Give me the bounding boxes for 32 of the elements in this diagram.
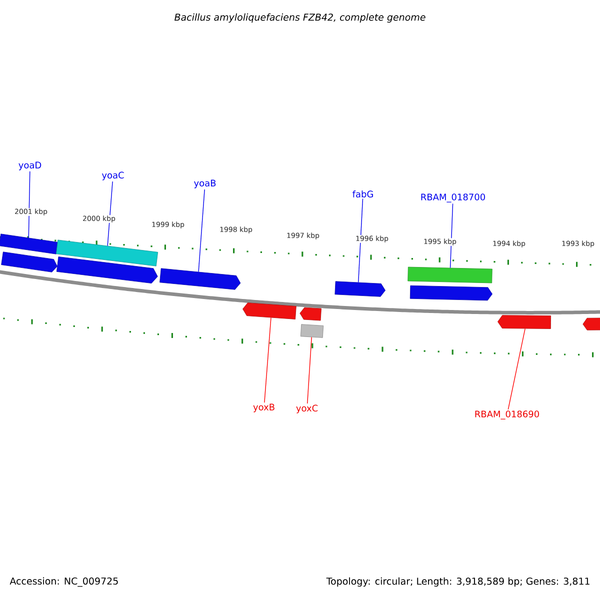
leader-line [264, 317, 272, 403]
title: Bacillus amyloliquefaciens FZB42, complete genome [174, 13, 426, 23]
leader-line [198, 189, 205, 272]
gene-label: yoaC [102, 172, 124, 180]
gene-bar [0, 234, 58, 254]
gene-label: RBAM_018690 [475, 410, 539, 420]
gene-block [56, 256, 158, 284]
leader-line [307, 336, 312, 404]
gene-bar [408, 266, 492, 284]
gene-bar [300, 324, 324, 338]
gene-label: yoxC [296, 404, 318, 414]
genome-info-text: Topology: circular; Length: 3,918,589 bp; Genes: 3,811 [326, 577, 590, 587]
leader-line [107, 181, 113, 246]
gene-block [498, 315, 551, 329]
accession-text: Accession: NC_009725 [10, 577, 118, 587]
gene-label: RBAM_018700 [421, 194, 485, 202]
gene-block [300, 307, 322, 321]
leader-line [508, 328, 526, 410]
leader-line [358, 198, 364, 283]
gene-block [334, 281, 386, 297]
leader-line [450, 203, 454, 268]
gene-label: fabG [352, 190, 373, 198]
gene-label: yoaD [18, 162, 42, 170]
gene-block [410, 285, 492, 301]
gene-label: yoaB [194, 180, 216, 188]
gene-block [242, 302, 296, 320]
gene-block [1, 252, 58, 272]
gene-label: yoxB [253, 404, 274, 412]
gene-bar [56, 240, 158, 266]
gene-block [582, 318, 600, 330]
gene-block [160, 268, 241, 290]
leader-line [28, 171, 30, 238]
